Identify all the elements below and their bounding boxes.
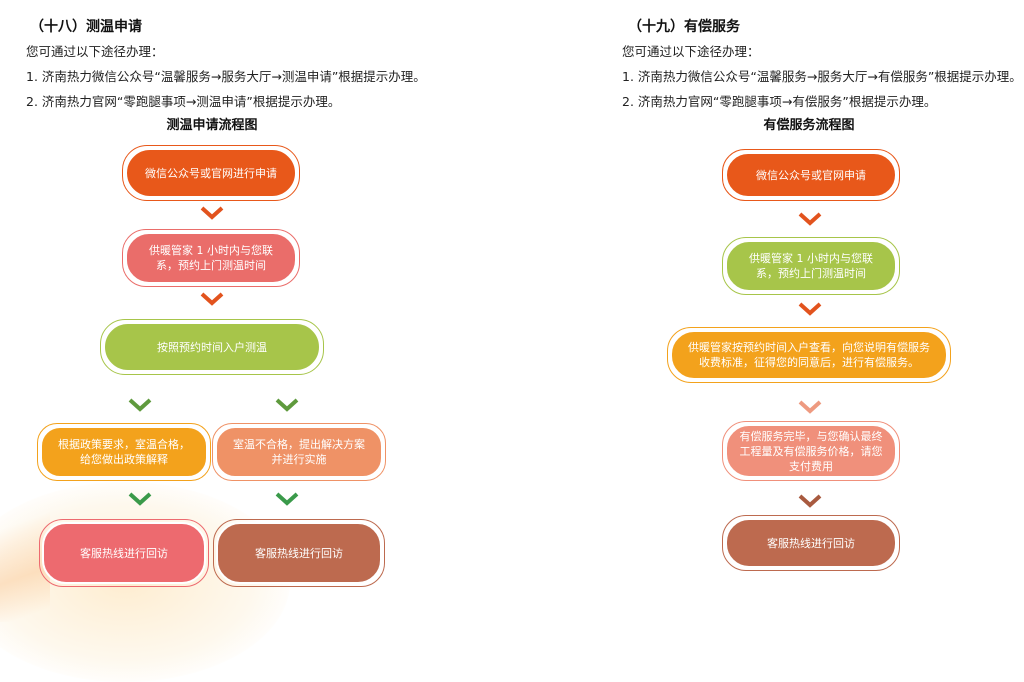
intro-text: 您可通过以下途径办理： bbox=[26, 44, 164, 59]
flow-step-contact: 供暖管家 1 小时内与您联系，预约上门测温时间 bbox=[122, 229, 300, 287]
section-heading-paid-service: （十九）有偿服务 bbox=[628, 19, 740, 35]
down-arrow-icon bbox=[798, 212, 822, 226]
down-arrow-icon bbox=[128, 398, 152, 412]
flow-step-measure: 按照预约时间入户测温 bbox=[100, 319, 324, 375]
flow-step-callback-a: 客服热线进行回访 bbox=[39, 519, 209, 587]
down-arrow-icon bbox=[275, 492, 299, 506]
flow-step-contact: 供暖管家 1 小时内与您联系，预约上门测温时间 bbox=[722, 237, 900, 295]
down-arrow-icon bbox=[798, 400, 822, 414]
method-item-2: 2. 济南热力官网“零跑腿事项→有偿服务”根据提示办理。 bbox=[622, 94, 937, 109]
flow-step-unqualified: 室温不合格，提出解决方案并进行实施 bbox=[212, 423, 386, 481]
background-decoration-stripe bbox=[0, 502, 50, 622]
flow-step-qualified: 根据政策要求，室温合格，给您做出政策解释 bbox=[37, 423, 211, 481]
flowchart-title: 测温申请流程图 bbox=[166, 118, 258, 133]
down-arrow-icon bbox=[798, 494, 822, 508]
method-item-1: 1. 济南热力微信公众号“温馨服务→服务大厅→测温申请”根据提示办理。 bbox=[26, 69, 426, 84]
down-arrow-icon bbox=[200, 292, 224, 306]
method-item-2: 2. 济南热力官网“零跑腿事项→测温申请”根据提示办理。 bbox=[26, 94, 341, 109]
flow-step-callback: 客服热线进行回访 bbox=[722, 515, 900, 571]
flow-step-inspect: 供暖管家按预约时间入户查看，向您说明有偿服务收费标准，征得您的同意后，进行有偿服… bbox=[667, 327, 951, 383]
down-arrow-icon bbox=[200, 206, 224, 220]
intro-text: 您可通过以下途径办理： bbox=[622, 44, 760, 59]
down-arrow-icon bbox=[275, 398, 299, 412]
down-arrow-icon bbox=[128, 492, 152, 506]
flowchart-title: 有偿服务流程图 bbox=[763, 118, 855, 133]
flow-step-apply: 微信公众号或官网进行申请 bbox=[122, 145, 300, 201]
flow-step-payment: 有偿服务完毕，与您确认最终工程量及有偿服务价格，请您支付费用 bbox=[722, 421, 900, 481]
flow-step-callback-b: 客服热线进行回访 bbox=[213, 519, 385, 587]
section-heading-temperature: （十八）测温申请 bbox=[30, 19, 142, 35]
flow-step-apply: 微信公众号或官网申请 bbox=[722, 149, 900, 201]
down-arrow-icon bbox=[798, 302, 822, 316]
method-item-1: 1. 济南热力微信公众号“温馨服务→服务大厅→有偿服务”根据提示办理。 bbox=[622, 69, 1022, 84]
